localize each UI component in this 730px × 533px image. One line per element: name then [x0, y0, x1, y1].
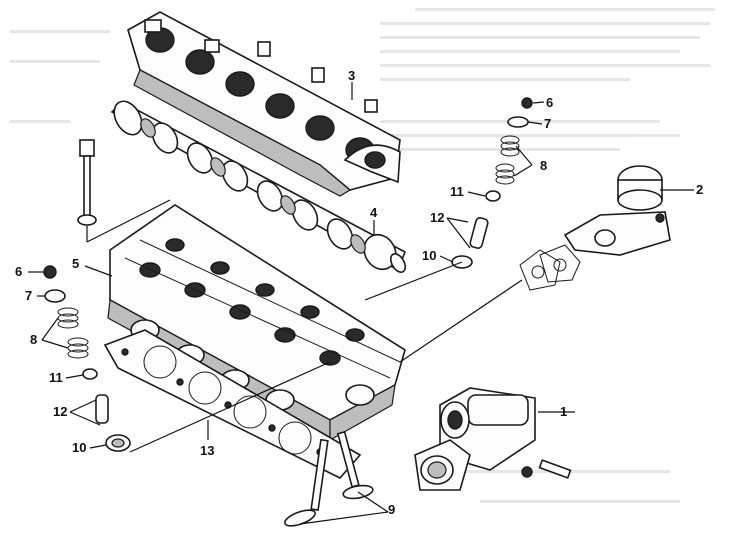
callout-7-left: 7 [25, 288, 32, 303]
callout-12-left: 12 [53, 404, 67, 419]
callout-11-left: 11 [49, 370, 63, 385]
valve-parts-right [451, 97, 533, 269]
callout-11-right: 11 [450, 184, 464, 199]
callout-3: 3 [348, 68, 355, 83]
callout-8-right: 8 [540, 158, 547, 173]
callout-8-left: 8 [30, 332, 37, 347]
callout-7-right: 7 [544, 116, 551, 131]
callout-6-right: 6 [546, 95, 553, 110]
callout-4: 4 [370, 205, 378, 220]
fuel-pump [563, 165, 671, 256]
valve-parts-left [43, 265, 131, 452]
rocker-arm-assembly [127, 11, 401, 197]
callout-6-left: 6 [15, 264, 22, 279]
callout-1: 1 [560, 404, 567, 419]
callout-10-right: 10 [422, 248, 436, 263]
callout-labels: 1 2 3 4 5 6 7 8 11 12 10 6 7 8 11 12 10 … [15, 68, 703, 517]
callout-12-right: 12 [430, 210, 444, 225]
thermostat-housing [414, 387, 572, 491]
callout-2: 2 [696, 182, 703, 197]
leader-lines [28, 82, 694, 525]
callout-10-left: 10 [72, 440, 86, 455]
camshaft [110, 100, 407, 273]
callout-5: 5 [72, 256, 79, 271]
head-bolt [77, 139, 171, 243]
fuel-pump-gaskets [519, 244, 581, 291]
callout-9: 9 [388, 502, 395, 517]
callout-13: 13 [200, 443, 214, 458]
